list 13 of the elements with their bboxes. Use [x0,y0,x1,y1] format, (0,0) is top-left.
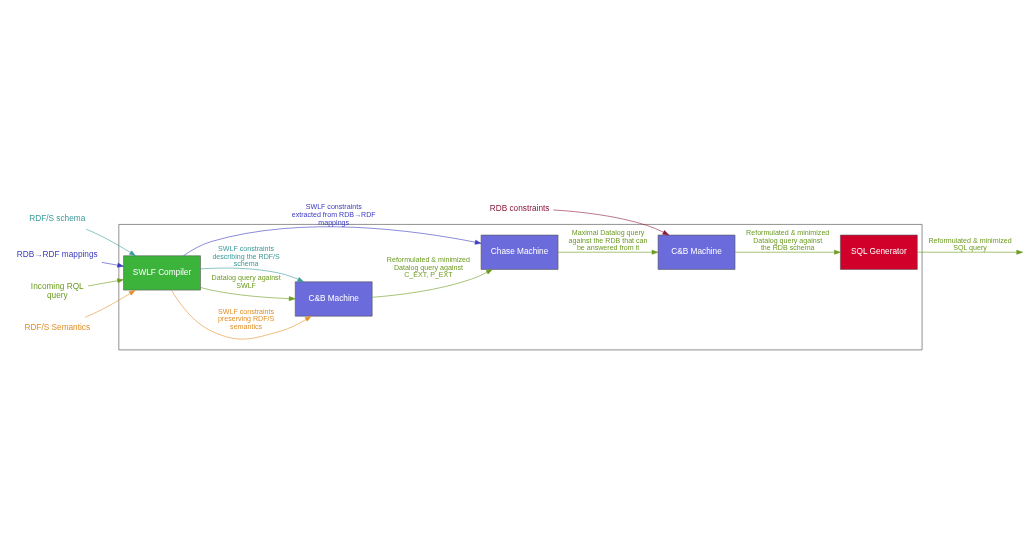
arrow [372,268,493,298]
arrow [553,209,670,235]
arrow [200,267,304,282]
arrow [557,249,659,255]
arrow [87,277,124,286]
arrow [917,249,1023,255]
arrow [101,261,124,268]
arrow [85,228,136,256]
arrow [84,289,136,318]
arrow [171,289,312,339]
arrow [183,225,482,256]
arrow [200,286,296,301]
arrow [734,249,841,255]
